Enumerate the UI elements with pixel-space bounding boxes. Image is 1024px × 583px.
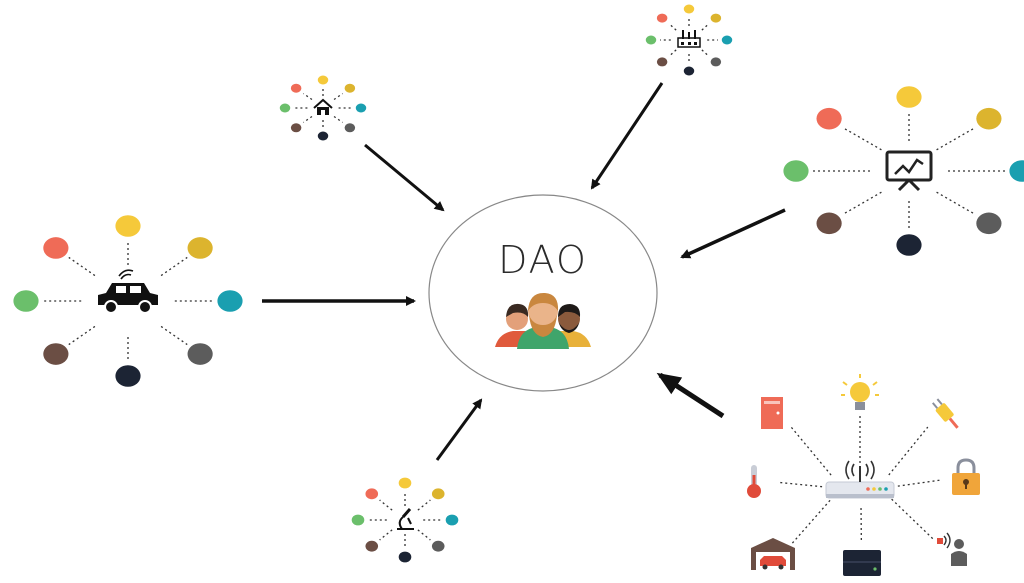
node-dot — [783, 160, 808, 182]
connector-line — [161, 326, 187, 344]
node-dot — [43, 343, 68, 365]
node-dot — [356, 104, 367, 113]
plug-icon — [930, 397, 962, 432]
node-dot — [684, 5, 695, 14]
node-dot — [399, 552, 412, 563]
node-dot — [280, 104, 291, 113]
node-dot — [976, 213, 1001, 235]
node-dot — [816, 108, 841, 130]
node-dot — [816, 213, 841, 235]
node-dot — [646, 36, 657, 45]
connector-line — [937, 127, 976, 149]
node-dot — [711, 14, 722, 23]
connector-line — [889, 427, 928, 475]
lightbulb-icon — [841, 374, 879, 410]
connector-line — [792, 500, 830, 543]
node-dot — [657, 14, 668, 23]
node-dot — [352, 515, 365, 526]
connector-line — [380, 500, 393, 510]
node-dot — [684, 67, 695, 76]
connector-line — [69, 257, 95, 275]
node-dot — [896, 86, 921, 108]
connector-line — [334, 94, 343, 100]
node-dot — [711, 57, 722, 66]
node-dot — [115, 365, 140, 387]
connector-line — [303, 94, 312, 100]
garage-car-icon — [751, 538, 795, 570]
node-dot — [217, 290, 242, 312]
connector-line — [418, 500, 431, 510]
arrow-lab — [437, 400, 481, 460]
factory-icon — [678, 30, 700, 47]
node-dot — [115, 215, 140, 237]
node-dot — [318, 132, 329, 141]
connector-line — [418, 530, 431, 540]
arrow-home — [365, 145, 443, 210]
connector-line — [161, 257, 187, 275]
node-dot — [399, 478, 412, 489]
node-dot — [43, 237, 68, 259]
cluster-lab — [352, 478, 459, 563]
arrow-smart-home — [660, 375, 723, 416]
node-dot — [657, 57, 668, 66]
node-dot — [291, 84, 302, 93]
door-icon — [761, 397, 783, 429]
node-dot — [291, 123, 302, 132]
node-dot — [365, 541, 378, 552]
dao-node — [429, 195, 657, 391]
node-dot — [722, 36, 733, 45]
house-icon — [314, 100, 332, 115]
node-dot — [976, 108, 1001, 130]
connector-line — [790, 426, 831, 475]
connector-line — [842, 127, 881, 149]
connector-line — [702, 50, 709, 56]
connector-line — [69, 326, 95, 344]
node-dot — [1009, 160, 1024, 182]
microscope-icon — [397, 509, 414, 529]
node-dot — [365, 488, 378, 499]
connector-line — [898, 480, 942, 486]
cluster-factory — [646, 5, 733, 76]
connector-line — [892, 499, 933, 539]
node-dot — [896, 234, 921, 256]
motion-sensor-icon — [937, 533, 967, 566]
arrow-presentation — [682, 210, 785, 257]
node-dot — [345, 84, 356, 93]
connector-line — [380, 530, 393, 540]
connector-line — [334, 116, 343, 122]
presentation-chart-icon — [887, 152, 931, 190]
node-dot — [318, 76, 329, 85]
node-dot — [188, 343, 213, 365]
connector-line — [669, 50, 676, 56]
node-dot — [345, 123, 356, 132]
arrow-factory — [592, 83, 662, 188]
connector-line — [778, 482, 822, 486]
thermometer-icon — [747, 465, 761, 498]
padlock-icon — [952, 460, 980, 495]
node-dot — [188, 237, 213, 259]
connector-line — [937, 192, 976, 214]
node-dot — [432, 541, 445, 552]
connected-car-icon — [98, 270, 158, 313]
connector-line — [669, 24, 676, 30]
node-dot — [446, 515, 459, 526]
dao-title: DAO — [430, 238, 656, 282]
connector-line — [303, 116, 312, 122]
wifi-router-icon — [826, 461, 894, 498]
connector-line — [702, 24, 709, 30]
node-dot — [13, 290, 38, 312]
connector-line — [842, 192, 881, 214]
node-dot — [432, 488, 445, 499]
server-icon — [843, 550, 881, 576]
